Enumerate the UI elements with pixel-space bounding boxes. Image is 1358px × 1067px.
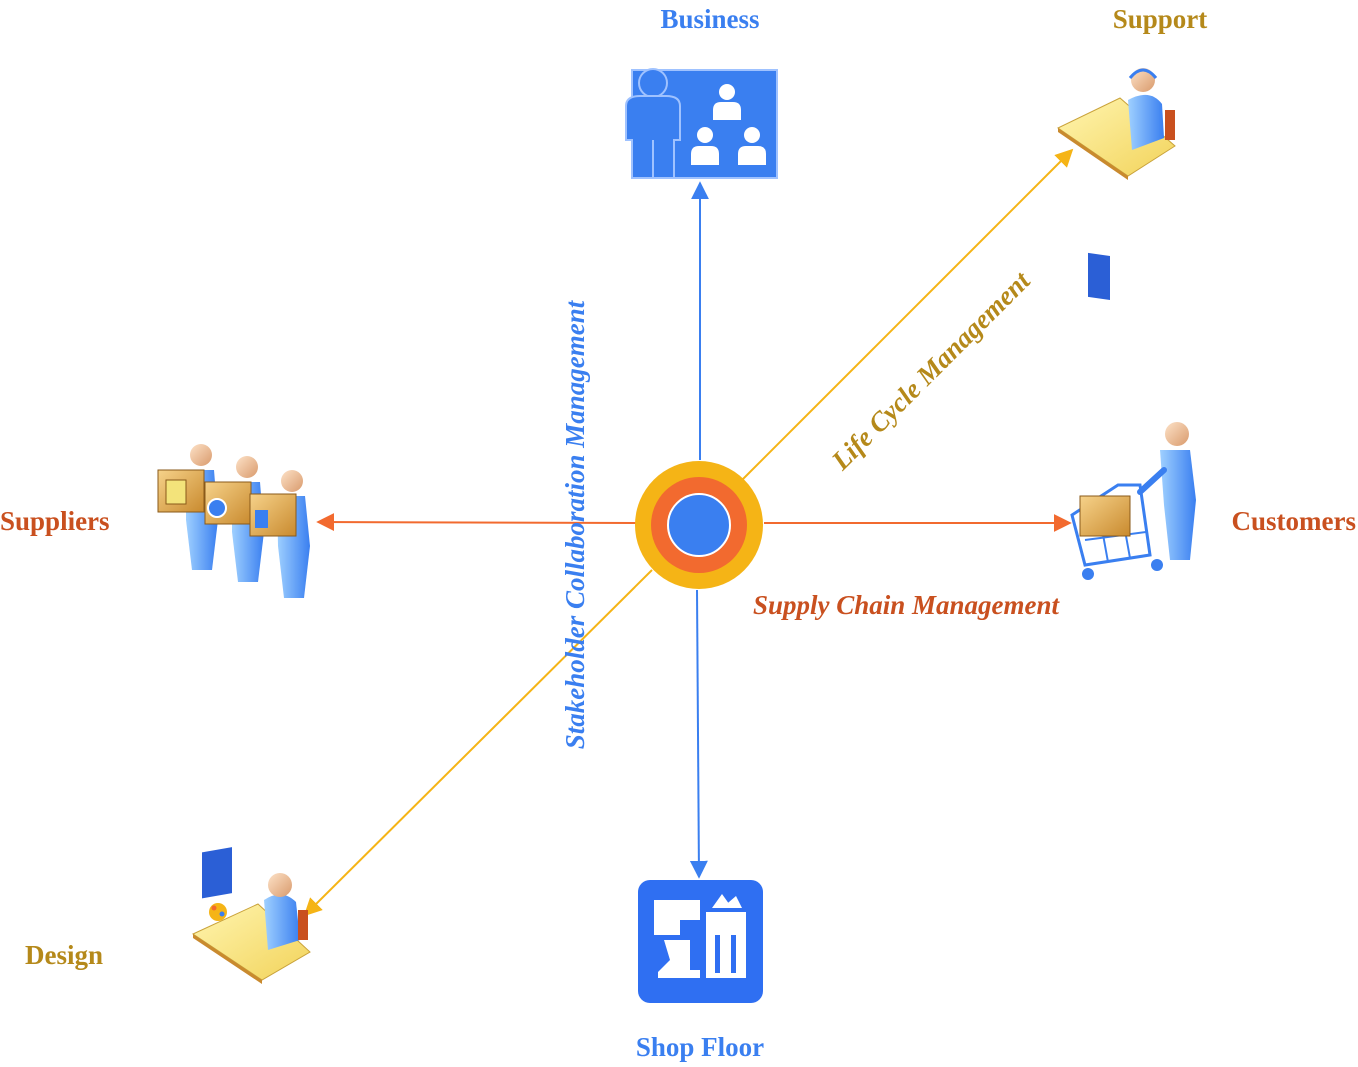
connector-support [741, 148, 1074, 481]
node-label-design: Design [25, 940, 103, 970]
node-label-business: Business [660, 4, 759, 34]
connector-shop-floor [689, 589, 708, 879]
axis-label-supply-chain: Supply Chain Management [753, 590, 1061, 620]
node-label-customers: Customers [1232, 506, 1356, 536]
node-label-shop-floor: Shop Floor [636, 1032, 764, 1062]
axis-label-life-cycle: Life Cycle Management [825, 265, 1037, 477]
support-agent-desk-icon [1057, 68, 1176, 301]
meeting-presentation-icon [625, 68, 778, 179]
designer-desk-icon [191, 847, 311, 984]
connector-design [303, 569, 653, 917]
concentric-hub-icon [635, 461, 763, 589]
shopping-cart-customer-icon [1070, 422, 1196, 580]
factory-machine-icon [638, 880, 763, 1003]
node-label-support: Support [1113, 4, 1208, 34]
node-label-suppliers: Suppliers [0, 506, 110, 536]
workers-carrying-boxes-icon [157, 444, 310, 598]
connector-suppliers [316, 513, 637, 532]
axis-label-stakeholder: Stakeholder Collaboration Management [560, 299, 590, 749]
